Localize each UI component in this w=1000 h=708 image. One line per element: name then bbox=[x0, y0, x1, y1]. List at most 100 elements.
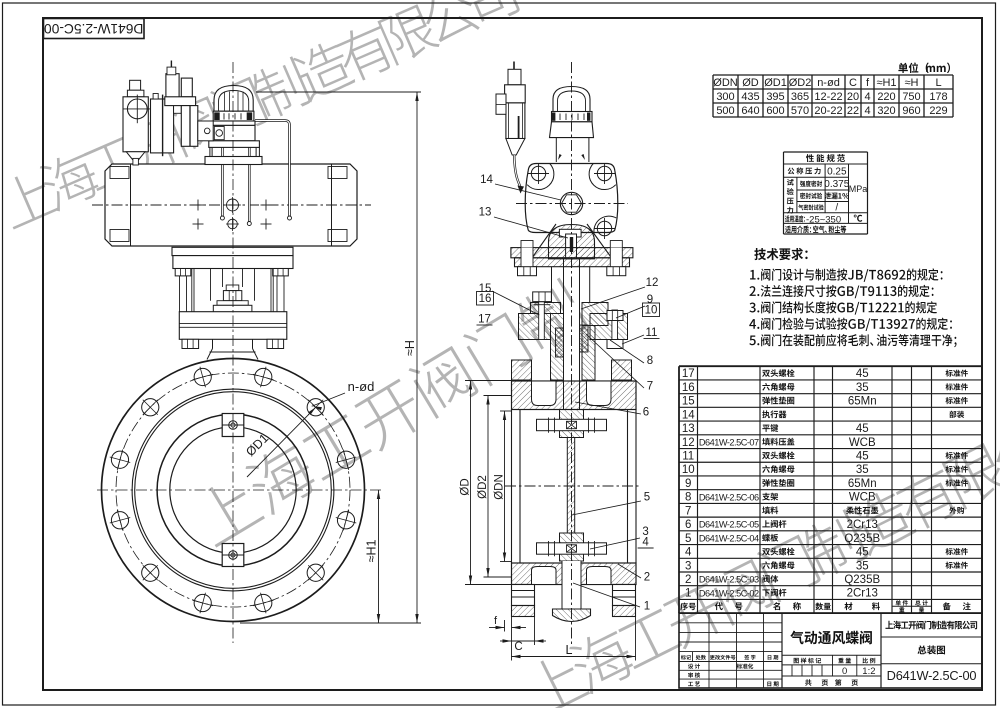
svg-text:14: 14 bbox=[682, 409, 695, 421]
svg-text:0.25: 0.25 bbox=[827, 166, 847, 177]
svg-text:2: 2 bbox=[644, 572, 650, 584]
svg-text:2: 2 bbox=[685, 574, 691, 586]
svg-text:20: 20 bbox=[847, 91, 859, 103]
svg-text:12-22: 12-22 bbox=[814, 91, 842, 103]
svg-text:3: 3 bbox=[685, 560, 691, 572]
svg-text:C: C bbox=[849, 77, 857, 89]
svg-text:WCB: WCB bbox=[849, 437, 876, 449]
svg-text:16: 16 bbox=[479, 293, 492, 305]
svg-text:600: 600 bbox=[766, 105, 784, 117]
svg-text:5: 5 bbox=[644, 492, 650, 504]
svg-text:≈H1: ≈H1 bbox=[876, 77, 896, 89]
svg-text:9: 9 bbox=[685, 478, 691, 490]
svg-text:45: 45 bbox=[856, 547, 869, 559]
svg-text:D641W-2.5C-02: D641W-2.5C-02 bbox=[699, 588, 759, 598]
svg-text:9: 9 bbox=[647, 294, 653, 306]
svg-text:/: / bbox=[835, 202, 838, 213]
svg-text:1:2: 1:2 bbox=[862, 666, 875, 677]
svg-text:f: f bbox=[866, 77, 870, 89]
svg-text:960: 960 bbox=[902, 105, 920, 117]
svg-text:ØD1: ØD1 bbox=[243, 431, 271, 459]
svg-text:65Mn: 65Mn bbox=[848, 396, 877, 408]
svg-text:570: 570 bbox=[791, 105, 809, 117]
svg-text:35: 35 bbox=[856, 382, 869, 394]
svg-text:ØD1: ØD1 bbox=[764, 77, 787, 89]
svg-text:D641W-2.5C-00: D641W-2.5C-00 bbox=[887, 668, 977, 683]
svg-text:11: 11 bbox=[682, 451, 694, 463]
svg-text:3: 3 bbox=[642, 526, 648, 538]
svg-text:8: 8 bbox=[647, 355, 653, 367]
svg-text:Q235B: Q235B bbox=[844, 533, 880, 545]
svg-text:1: 1 bbox=[685, 588, 691, 600]
svg-text:300: 300 bbox=[716, 91, 734, 103]
svg-text:L: L bbox=[566, 643, 573, 657]
svg-text:13: 13 bbox=[479, 207, 492, 219]
svg-text:D641W-2.5C-04: D641W-2.5C-04 bbox=[699, 533, 759, 543]
svg-text:≈H1: ≈H1 bbox=[365, 540, 379, 563]
svg-text:0.375: 0.375 bbox=[824, 179, 849, 190]
svg-text:65Mn: 65Mn bbox=[848, 478, 877, 490]
svg-text:2Cr13: 2Cr13 bbox=[847, 588, 878, 600]
svg-text:2Cr13: 2Cr13 bbox=[847, 519, 878, 531]
svg-text:750: 750 bbox=[902, 91, 920, 103]
svg-text:10: 10 bbox=[682, 464, 695, 476]
svg-text:≈H: ≈H bbox=[403, 340, 417, 356]
svg-text:10: 10 bbox=[645, 305, 658, 317]
svg-text:17: 17 bbox=[478, 314, 491, 326]
svg-text:14: 14 bbox=[480, 174, 493, 186]
svg-text:MPa: MPa bbox=[849, 184, 868, 194]
svg-text:ØD: ØD bbox=[742, 77, 759, 89]
svg-text:35: 35 bbox=[856, 464, 869, 476]
svg-text:500: 500 bbox=[716, 105, 734, 117]
svg-text:f: f bbox=[494, 615, 498, 627]
svg-text:D641W-2.5C-06: D641W-2.5C-06 bbox=[699, 492, 759, 502]
svg-text:ØDN: ØDN bbox=[494, 474, 506, 500]
svg-text:15: 15 bbox=[479, 283, 492, 295]
svg-text:ØD2: ØD2 bbox=[477, 475, 489, 499]
svg-text:ØD: ØD bbox=[460, 478, 472, 495]
svg-text:12: 12 bbox=[646, 277, 659, 289]
svg-text:8: 8 bbox=[685, 492, 691, 504]
svg-text:435: 435 bbox=[741, 91, 759, 103]
svg-text:n-ød: n-ød bbox=[817, 77, 840, 89]
svg-text:35: 35 bbox=[856, 560, 869, 572]
svg-text:178: 178 bbox=[929, 91, 947, 103]
svg-text:ØDN: ØDN bbox=[713, 77, 738, 89]
svg-text:Q235B: Q235B bbox=[844, 574, 880, 586]
svg-text:229: 229 bbox=[929, 105, 947, 117]
svg-text:4: 4 bbox=[642, 537, 649, 549]
svg-text:15: 15 bbox=[682, 396, 695, 408]
svg-text:WCB: WCB bbox=[849, 492, 876, 504]
svg-text:7: 7 bbox=[647, 381, 653, 393]
svg-text:22: 22 bbox=[847, 105, 859, 117]
svg-text:20-22: 20-22 bbox=[814, 105, 842, 117]
svg-text:12: 12 bbox=[682, 437, 695, 449]
svg-text:D641W-2.5C-05: D641W-2.5C-05 bbox=[699, 520, 759, 530]
svg-text:320: 320 bbox=[877, 105, 895, 117]
svg-text:6: 6 bbox=[643, 407, 649, 419]
svg-text:11: 11 bbox=[646, 327, 658, 339]
svg-text:-25~350: -25~350 bbox=[806, 214, 841, 225]
svg-text:45: 45 bbox=[856, 451, 869, 463]
svg-text:0: 0 bbox=[842, 666, 847, 677]
svg-text:7: 7 bbox=[685, 505, 691, 517]
svg-text:640: 640 bbox=[741, 105, 759, 117]
svg-text:4: 4 bbox=[685, 547, 692, 559]
svg-text:n-ød: n-ød bbox=[348, 379, 375, 394]
svg-text:220: 220 bbox=[877, 91, 895, 103]
svg-text:D641W-2.5C-07: D641W-2.5C-07 bbox=[699, 437, 759, 447]
svg-text:C: C bbox=[514, 641, 522, 653]
svg-text:1: 1 bbox=[644, 601, 650, 613]
svg-text:17: 17 bbox=[682, 368, 695, 380]
svg-text:4: 4 bbox=[864, 91, 870, 103]
svg-text:395: 395 bbox=[766, 91, 784, 103]
svg-text:4: 4 bbox=[864, 105, 870, 117]
svg-text:45: 45 bbox=[856, 368, 869, 380]
svg-text:6: 6 bbox=[685, 519, 691, 531]
svg-text:D641W-2.5C-00: D641W-2.5C-00 bbox=[44, 21, 144, 36]
svg-text:365: 365 bbox=[791, 91, 809, 103]
svg-text:45: 45 bbox=[856, 423, 869, 435]
svg-text:5: 5 bbox=[685, 533, 691, 545]
svg-text:16: 16 bbox=[682, 382, 695, 394]
svg-text:≈H: ≈H bbox=[905, 77, 919, 89]
